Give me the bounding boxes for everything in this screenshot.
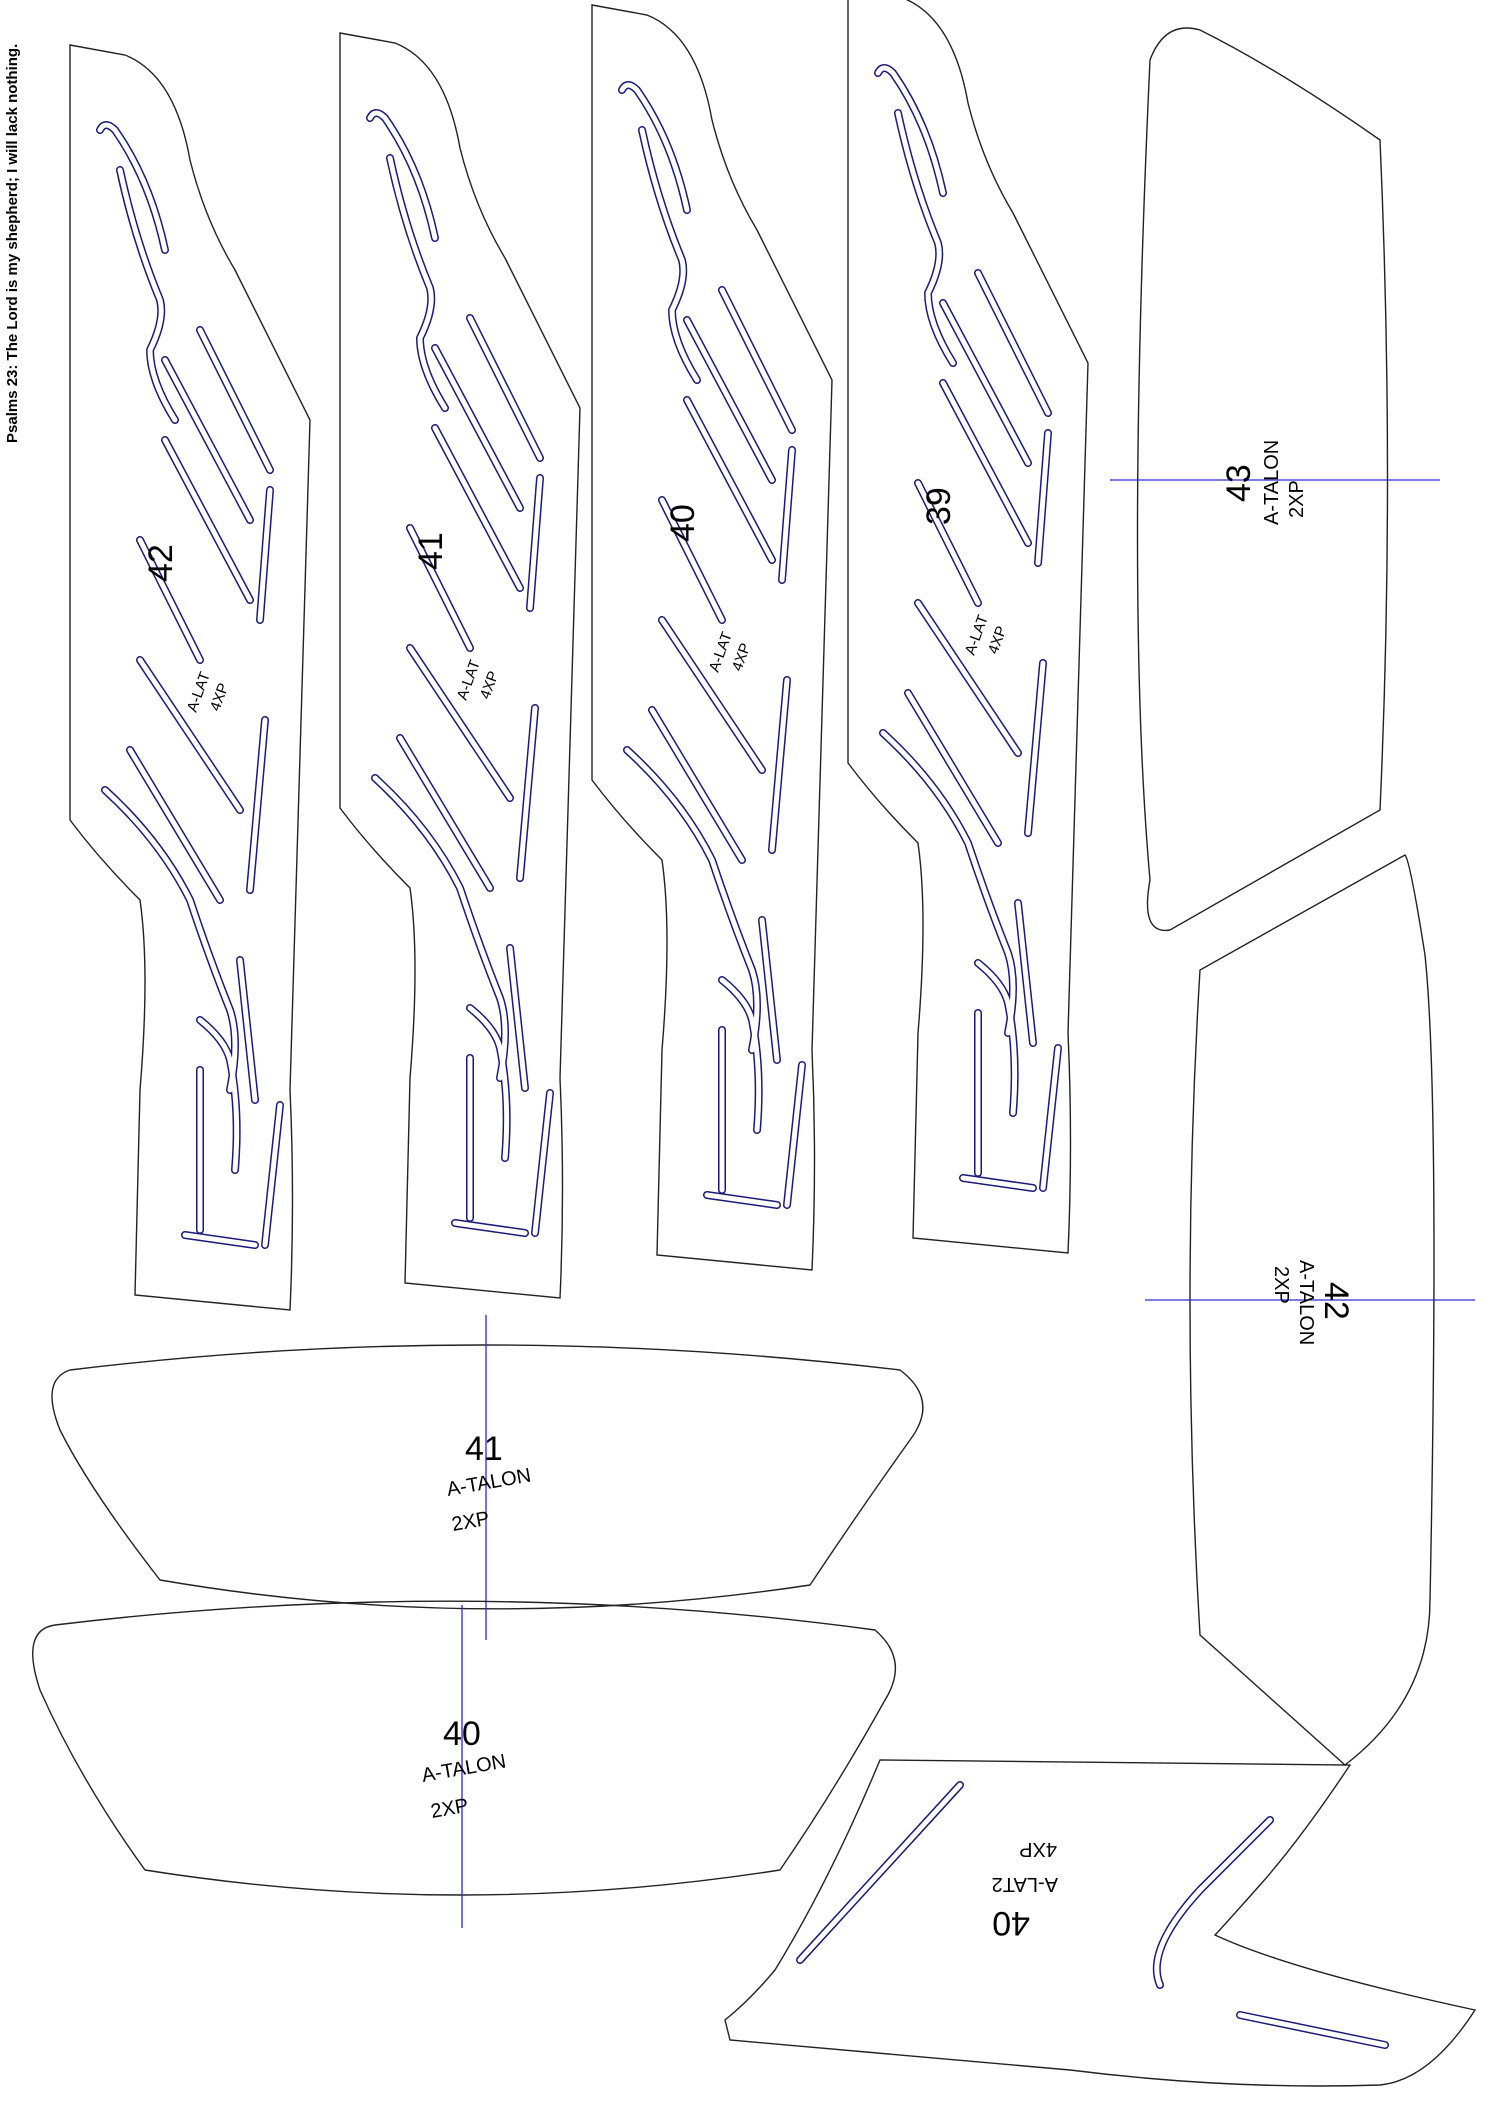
lat-41-size: 41 xyxy=(412,532,450,570)
lat2-40-size: 40 xyxy=(992,1904,1030,1942)
talon-piece-43: 43 A-TALON 2XP xyxy=(1110,27,1440,932)
talon-piece-41: 41 A-TALON 2XP xyxy=(51,1315,924,1640)
talon-piece-40: 40 A-TALON 2XP xyxy=(32,1600,897,1928)
lat-42-qty: 4XP xyxy=(207,681,233,713)
lat-piece-41: 41 A-LAT 4XP xyxy=(339,32,581,1299)
talon-43-qty: 2XP xyxy=(1286,480,1308,518)
lat-40-qty: 4XP xyxy=(729,641,755,673)
talon-42-size: 42 xyxy=(1317,1282,1355,1320)
lat-41-qty: 4XP xyxy=(477,669,503,701)
lat-piece-42: 42 A-LAT 4XP xyxy=(69,44,311,1311)
lat-39-qty: 4XP xyxy=(985,624,1011,656)
lat-piece-39: 39 A-LAT 4XP xyxy=(847,0,1089,1254)
verse-text: Psalms 23: The Lord is my shepherd; I wi… xyxy=(4,44,21,443)
talon-43-size: 43 xyxy=(1220,464,1258,502)
talon-40-name: A-TALON xyxy=(420,1750,508,1786)
talon-40-size: 40 xyxy=(443,1715,481,1753)
talon-42-qty: 2XP xyxy=(1270,1266,1292,1304)
talon-41-name: A-TALON xyxy=(445,1464,533,1500)
lat-40-size: 40 xyxy=(664,504,702,542)
lat2-40-qty: 4XP xyxy=(1019,1838,1057,1860)
lat-42-size: 42 xyxy=(142,544,180,582)
talon-41-size: 41 xyxy=(465,1430,503,1468)
lat2-40-name: A-LAT2 xyxy=(992,1873,1058,1895)
talon-43-name: A-TALON xyxy=(1261,440,1283,525)
lat-piece-40: 40 A-LAT 4XP xyxy=(591,4,833,1271)
talon-piece-42: 42 A-TALON 2XP xyxy=(1145,854,1475,1766)
talon-41-qty: 2XP xyxy=(450,1508,491,1536)
lat2-slots xyxy=(796,1781,1389,2049)
lat2-piece-40: 40 A-LAT2 4XP xyxy=(724,1759,1477,2087)
lat-39-size: 39 xyxy=(920,487,958,525)
talon-40-qty: 2XP xyxy=(429,1795,470,1823)
talon-42-name: A-TALON xyxy=(1295,1260,1317,1345)
